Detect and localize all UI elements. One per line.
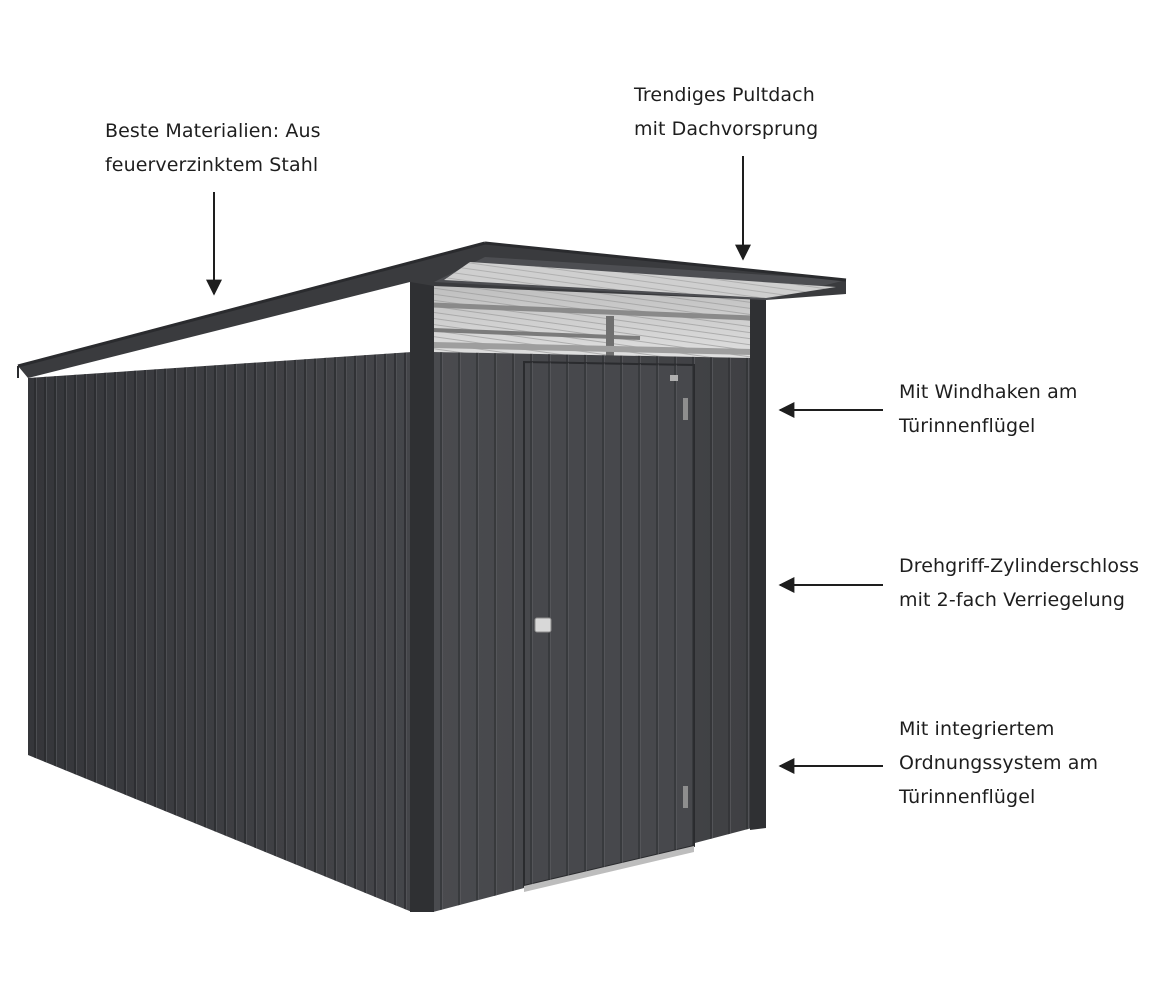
annotation-storage: Mit integriertem Ordnungssystem am Türin…	[899, 712, 1098, 814]
annotation-roof-line: Trendiges Pultdach	[634, 84, 815, 106]
roof-edge	[484, 241, 847, 282]
annotation-storage-line: Türinnenflügel	[899, 786, 1036, 808]
annotation-materials-line: Beste Materialien: Aus	[105, 120, 321, 142]
roof-purlin	[432, 328, 641, 340]
shed-door-ribs	[524, 362, 694, 886]
roof-strut	[606, 316, 614, 356]
roof-overhang-ribs	[444, 262, 836, 298]
annotation-wind-hook-line: Türinnenflügel	[899, 415, 1036, 437]
corner-post	[410, 280, 434, 912]
door-lock-handle	[534, 617, 552, 633]
door-hinge	[683, 786, 688, 808]
annotation-storage-line: Mit integriertem	[899, 718, 1055, 740]
annotation-wind-hook: Mit Windhaken am Türinnenflügel	[899, 375, 1077, 443]
door-badge	[670, 375, 678, 381]
annotation-lock: Drehgriff-Zylinderschloss mit 2-fach Ver…	[899, 549, 1139, 617]
annotation-lock-line: mit 2-fach Verriegelung	[899, 589, 1126, 611]
annotation-wind-hook-line: Mit Windhaken am	[899, 381, 1078, 403]
door-hinge	[683, 398, 688, 420]
annotation-roof: Trendiges Pultdach mit Dachvorsprung	[634, 78, 818, 146]
roof-beam	[432, 342, 753, 355]
annotation-materials-line: feuerverzinktem Stahl	[105, 154, 319, 176]
roof-edge	[17, 241, 486, 368]
shed-side-wall-ribs	[28, 352, 412, 912]
annotation-materials: Beste Materialien: Aus feuerverzinktem S…	[105, 114, 321, 182]
annotation-storage-line: Ordnungssystem am	[899, 752, 1099, 774]
corner-post	[750, 296, 766, 830]
door-threshold	[524, 846, 694, 892]
roof-purlin	[432, 302, 753, 321]
roof-underside-ribs	[433, 282, 752, 358]
annotation-lock-line: Drehgriff-Zylinderschloss	[899, 555, 1140, 577]
annotation-roof-line: mit Dachvorsprung	[634, 118, 819, 140]
